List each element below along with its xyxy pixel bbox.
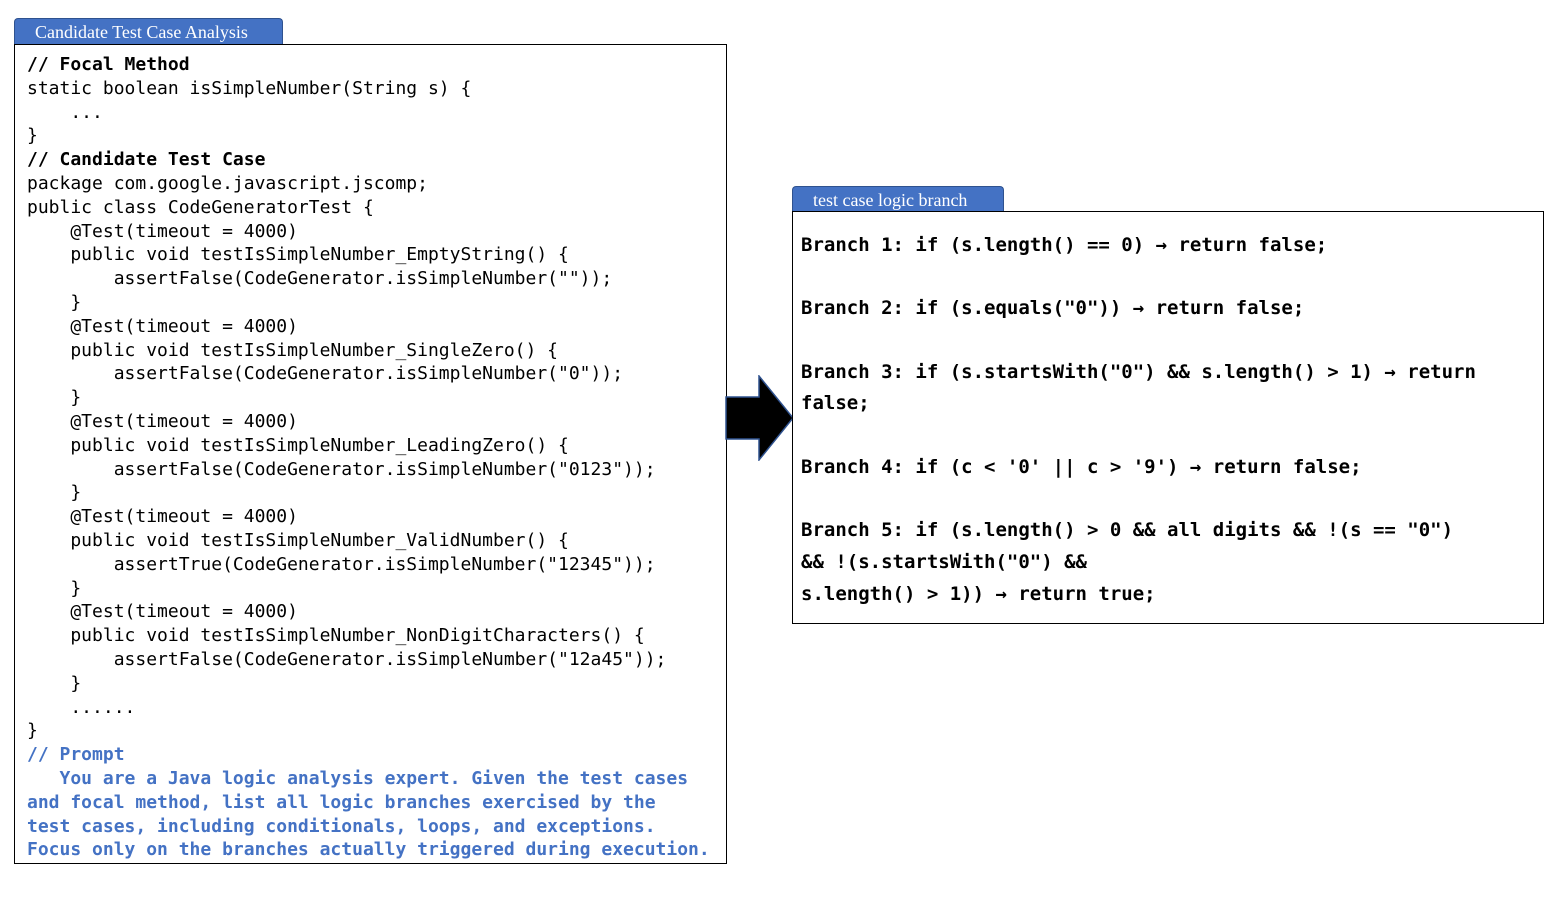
code-line: assertFalse(CodeGenerator.isSimpleNumber… xyxy=(27,268,613,290)
right-panel-title: test case logic branch xyxy=(813,190,968,210)
code-line: ...... xyxy=(27,696,136,718)
code-line: assertFalse(CodeGenerator.isSimpleNumber… xyxy=(27,363,624,385)
code-line: assertFalse(CodeGenerator.isSimpleNumber… xyxy=(27,458,656,480)
code-line: package com.google.javascript.jscomp; xyxy=(27,172,428,194)
code-line: public void testIsSimpleNumber_LeadingZe… xyxy=(27,434,569,456)
branch-line: Branch 4: if (c < '0' || c > '9') → retu… xyxy=(801,455,1362,478)
code-line: ... xyxy=(27,101,103,123)
code-line: public void testIsSimpleNumber_NonDigitC… xyxy=(27,625,645,647)
code-line: // Candidate Test Case xyxy=(27,149,266,171)
prompt-line: You are a Java logic analysis expert. Gi… xyxy=(27,767,689,789)
prompt-line: Focus only on the branches actually trig… xyxy=(27,839,710,861)
code-line: assertFalse(CodeGenerator.isSimpleNumber… xyxy=(27,648,667,670)
branch-line: && !(s.startsWith("0") && xyxy=(801,550,1087,573)
branch-panel: Branch 1: if (s.length() == 0) → return … xyxy=(792,211,1544,624)
code-line: static boolean isSimpleNumber(String s) … xyxy=(27,77,472,99)
prompt-line: and focal method, list all logic branche… xyxy=(27,791,656,813)
code-line: } xyxy=(27,125,38,147)
left-panel-title-tab: Candidate Test Case Analysis xyxy=(14,18,283,44)
code-line: @Test(timeout = 4000) xyxy=(27,315,298,337)
branch-spacer xyxy=(801,262,1543,294)
code-line: } xyxy=(27,577,82,599)
code-line: @Test(timeout = 4000) xyxy=(27,601,298,623)
branch-line: Branch 2: if (s.equals("0")) → return fa… xyxy=(801,297,1305,320)
code-line: public void testIsSimpleNumber_SingleZer… xyxy=(27,339,559,361)
branch-line: false; xyxy=(801,392,870,415)
right-panel-title-tab: test case logic branch xyxy=(792,186,1004,212)
code-line: public class CodeGeneratorTest { xyxy=(27,196,374,218)
branch-line: s.length() > 1)) → return true; xyxy=(801,582,1156,605)
code-line: } xyxy=(27,672,82,694)
right-arrow-icon xyxy=(725,375,794,461)
branch-line: Branch 3: if (s.startsWith("0") && s.len… xyxy=(801,360,1476,383)
code-line: @Test(timeout = 4000) xyxy=(27,410,298,432)
branch-spacer xyxy=(801,484,1543,516)
branch-spacer xyxy=(801,325,1543,357)
branch-line: Branch 1: if (s.length() == 0) → return … xyxy=(801,234,1328,256)
code-line: @Test(timeout = 4000) xyxy=(27,506,298,528)
prompt-line: test cases, including conditionals, loop… xyxy=(27,815,656,837)
prompt-line: // Prompt xyxy=(27,744,125,766)
code-line: assertTrue(CodeGenerator.isSimpleNumber(… xyxy=(27,553,656,575)
code-line: public void testIsSimpleNumber_EmptyStri… xyxy=(27,244,569,266)
code-line: // Focal Method xyxy=(27,54,190,75)
branch-line: Branch 5: if (s.length() > 0 && all digi… xyxy=(801,519,1454,542)
branch-spacer xyxy=(801,420,1543,452)
code-line: } xyxy=(27,387,82,409)
code-line: } xyxy=(27,482,82,504)
code-line: } xyxy=(27,720,38,742)
code-line: public void testIsSimpleNumber_ValidNumb… xyxy=(27,529,569,551)
code-line: } xyxy=(27,291,82,313)
left-panel-title: Candidate Test Case Analysis xyxy=(35,22,248,42)
code-line: @Test(timeout = 4000) xyxy=(27,220,298,242)
